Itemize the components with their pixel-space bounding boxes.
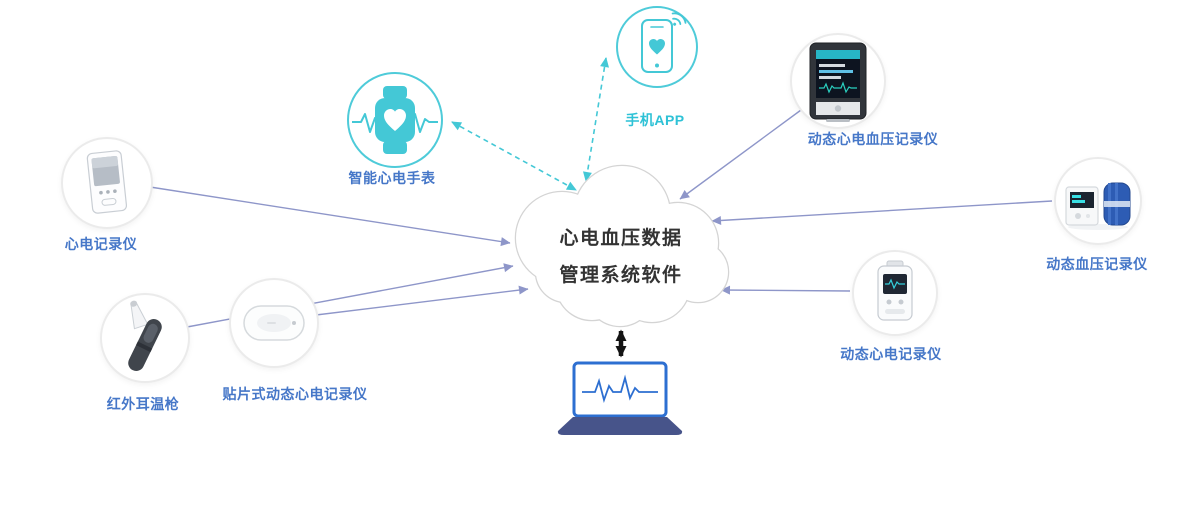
ecg-recorder-node [61,137,153,229]
connector-ecg-recorder [149,186,511,247]
ecg-recorder-icon [86,150,128,214]
ecg-bp-monitor-node [790,33,886,129]
phone-app-label: 手机APP [625,112,685,128]
ear-thermometer-node [100,293,190,383]
connector-bp-monitor [711,200,1053,225]
laptop-icon [557,361,683,435]
ecg-bp-monitor-label: 动态心电血压记录仪 [807,131,939,147]
cloud-title-line2: 管理系统软件 [559,265,683,286]
ecg-patch-icon [243,305,305,341]
ear-thermometer-icon [128,300,162,371]
bp-monitor-icon [1065,182,1131,230]
wifi-icon [671,12,687,26]
dashed-connectors [451,57,609,191]
connector-ecg-patch [315,285,529,316]
ecg-bp-monitor-icon [809,42,867,122]
connector-holter-recorder [720,285,851,295]
holter-recorder-node [852,250,938,336]
smartwatch-node [347,72,443,168]
ear-thermometer-label: 红外耳温枪 [106,396,180,412]
ecg-recorder-label: 心电记录仪 [64,236,138,252]
phone-app-icon [641,12,687,73]
cloud-title: 心电血压数据 管理系统软件 [533,220,709,294]
bp-monitor-node [1054,157,1142,245]
smartwatch-label: 智能心电手表 [348,170,436,186]
ecg-patch-label: 贴片式动态心电记录仪 [222,386,368,402]
holter-recorder-label: 动态心电记录仪 [840,346,942,362]
smartwatch-icon [352,86,438,154]
holter-recorder-icon [877,260,913,321]
cloud-title-line1: 心电血压数据 [559,228,683,249]
ecg-patch-node [229,278,319,368]
bp-monitor-label: 动态血压记录仪 [1046,256,1148,272]
phone-node [616,6,698,88]
